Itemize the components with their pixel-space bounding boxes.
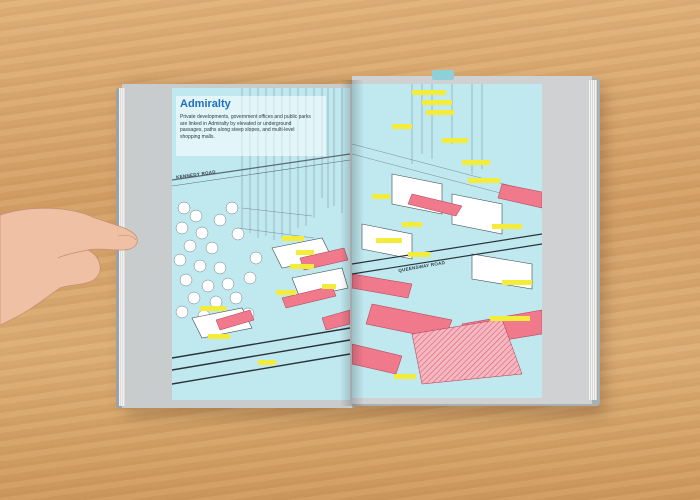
title-panel — [176, 96, 326, 156]
page-edges-right — [589, 80, 597, 400]
right-map-illustration — [352, 84, 542, 398]
page-intro-text: Private developments, government offices… — [180, 114, 311, 140]
right-map-drawing — [352, 84, 542, 385]
bookmark-ribbon — [432, 70, 454, 80]
book-gutter — [340, 80, 364, 406]
page-title: Admiralty — [180, 98, 231, 110]
left-map-drawing — [172, 88, 350, 385]
